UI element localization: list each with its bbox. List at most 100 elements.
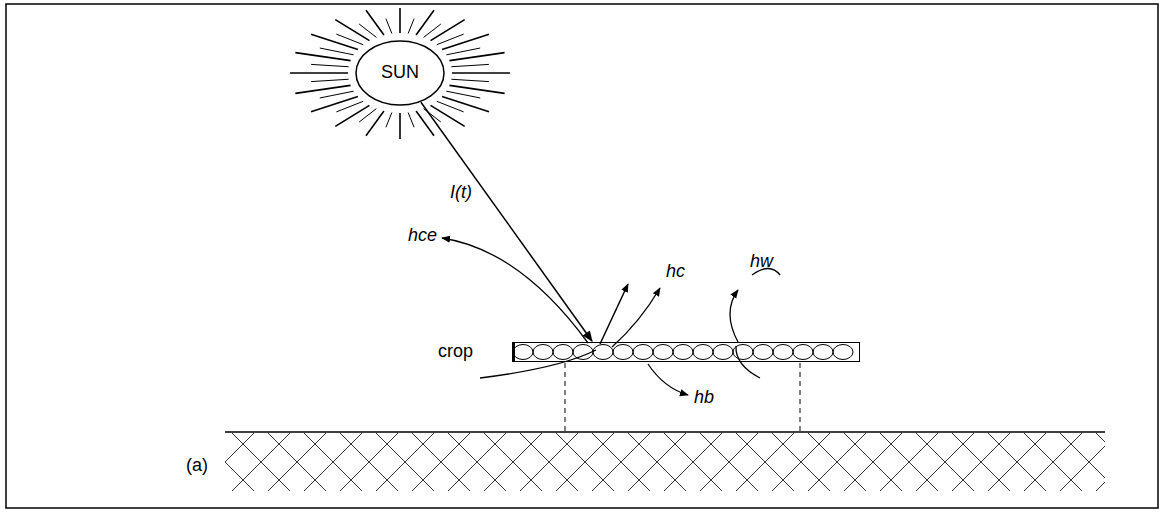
hatch-line — [1096, 433, 1105, 491]
ground-hatch — [225, 433, 1105, 491]
hatch-line — [592, 433, 650, 491]
hatch-line — [448, 433, 506, 491]
crop-grain — [713, 345, 733, 360]
crop-grain — [613, 345, 633, 360]
hatch-line — [916, 433, 974, 491]
hatch-line — [880, 433, 938, 491]
sun-ray — [399, 8, 401, 33]
heat-loss-arrow — [612, 288, 660, 347]
sun-ray — [446, 48, 480, 55]
hatch-line — [304, 433, 362, 491]
figure-tag: (a) — [186, 456, 208, 476]
ground-line — [225, 431, 1105, 433]
hatch-line — [952, 433, 1010, 491]
hatch-line — [556, 433, 614, 491]
sun-ray — [408, 19, 414, 34]
crop-grain — [813, 345, 833, 360]
heat-coefficient: hce — [408, 226, 437, 246]
crop-bed: crop — [438, 341, 860, 363]
hatch-line — [225, 433, 254, 491]
irradiance-label: I(t) — [450, 183, 472, 203]
hatch-line — [232, 433, 290, 491]
hatch-line — [1060, 433, 1105, 491]
hatch-line — [340, 433, 398, 491]
hatch-line — [268, 433, 326, 491]
hatch-line — [484, 433, 542, 491]
sun-ray — [311, 64, 349, 66]
sun-ray — [311, 97, 358, 112]
sun-ray — [359, 24, 376, 37]
frame — [6, 4, 1158, 508]
radiation-ray — [421, 102, 592, 341]
hatch-line — [412, 433, 470, 491]
air-flow-line — [736, 346, 760, 378]
crop-grains — [513, 345, 853, 360]
hatch-line — [556, 433, 614, 491]
sun-ray — [336, 34, 363, 45]
sun-ray — [449, 53, 504, 61]
sun-ray — [295, 53, 350, 61]
heat-coefficient: hw — [750, 252, 773, 272]
crop-grain — [773, 345, 793, 360]
hatch-line — [952, 433, 1010, 491]
heat-loss-arrow — [648, 364, 688, 395]
sun-ray — [451, 79, 489, 81]
sun-ray — [335, 20, 369, 41]
sun-ray — [320, 91, 354, 98]
hatch-line — [1024, 433, 1082, 491]
hatch-line — [520, 433, 578, 491]
hatch-line — [772, 433, 830, 491]
hatch-line — [844, 433, 902, 491]
heat-coefficient: hc — [666, 262, 685, 282]
crop-label: crop — [438, 342, 473, 362]
sun-ray — [290, 72, 348, 74]
hatch-line — [988, 433, 1046, 491]
heat-loss-arrow — [442, 238, 588, 343]
hatch-line — [304, 433, 362, 491]
crop-grain — [593, 345, 613, 360]
crop-grain — [833, 345, 853, 360]
dashed-guide — [565, 363, 566, 432]
hatch-line — [592, 433, 650, 491]
sun-ray — [386, 113, 392, 128]
sun-ray — [320, 48, 354, 55]
sun-ray — [442, 97, 489, 112]
sun-ray — [437, 101, 464, 112]
sun-ray — [311, 79, 349, 81]
sun-ray — [386, 19, 392, 34]
crop-grain — [533, 345, 553, 360]
sun-ray — [335, 105, 369, 126]
sun-ray — [416, 111, 434, 136]
hatch-line — [700, 433, 758, 491]
heat-coefficient: hb — [694, 388, 714, 408]
hatch-line — [844, 433, 902, 491]
sun-circle: SUN — [355, 40, 445, 106]
sun-ray — [295, 85, 350, 93]
crop-grain — [573, 345, 593, 360]
hatch-line — [225, 433, 254, 491]
hatch-line — [376, 433, 434, 491]
hatch-line — [628, 433, 686, 491]
sun-ray — [452, 72, 510, 74]
hatch-line — [664, 433, 722, 491]
crop-grain — [513, 345, 533, 360]
sun-ray — [366, 10, 384, 35]
crop-grain — [793, 345, 813, 360]
hatch-line — [664, 433, 722, 491]
sun-ray — [399, 113, 401, 139]
hatch-line — [1060, 433, 1105, 491]
crop-grain — [553, 345, 573, 360]
hatch-line — [448, 433, 506, 491]
sun-rays — [290, 8, 510, 139]
sun-ray — [431, 20, 465, 41]
crop-grain — [633, 345, 653, 360]
crop-grain — [673, 345, 693, 360]
crop-tray — [512, 342, 860, 362]
hatch-line — [376, 433, 434, 491]
hatch-line — [340, 433, 398, 491]
sun-ray — [442, 34, 489, 49]
sun-label: SUN — [381, 63, 419, 83]
hatch-line — [772, 433, 830, 491]
